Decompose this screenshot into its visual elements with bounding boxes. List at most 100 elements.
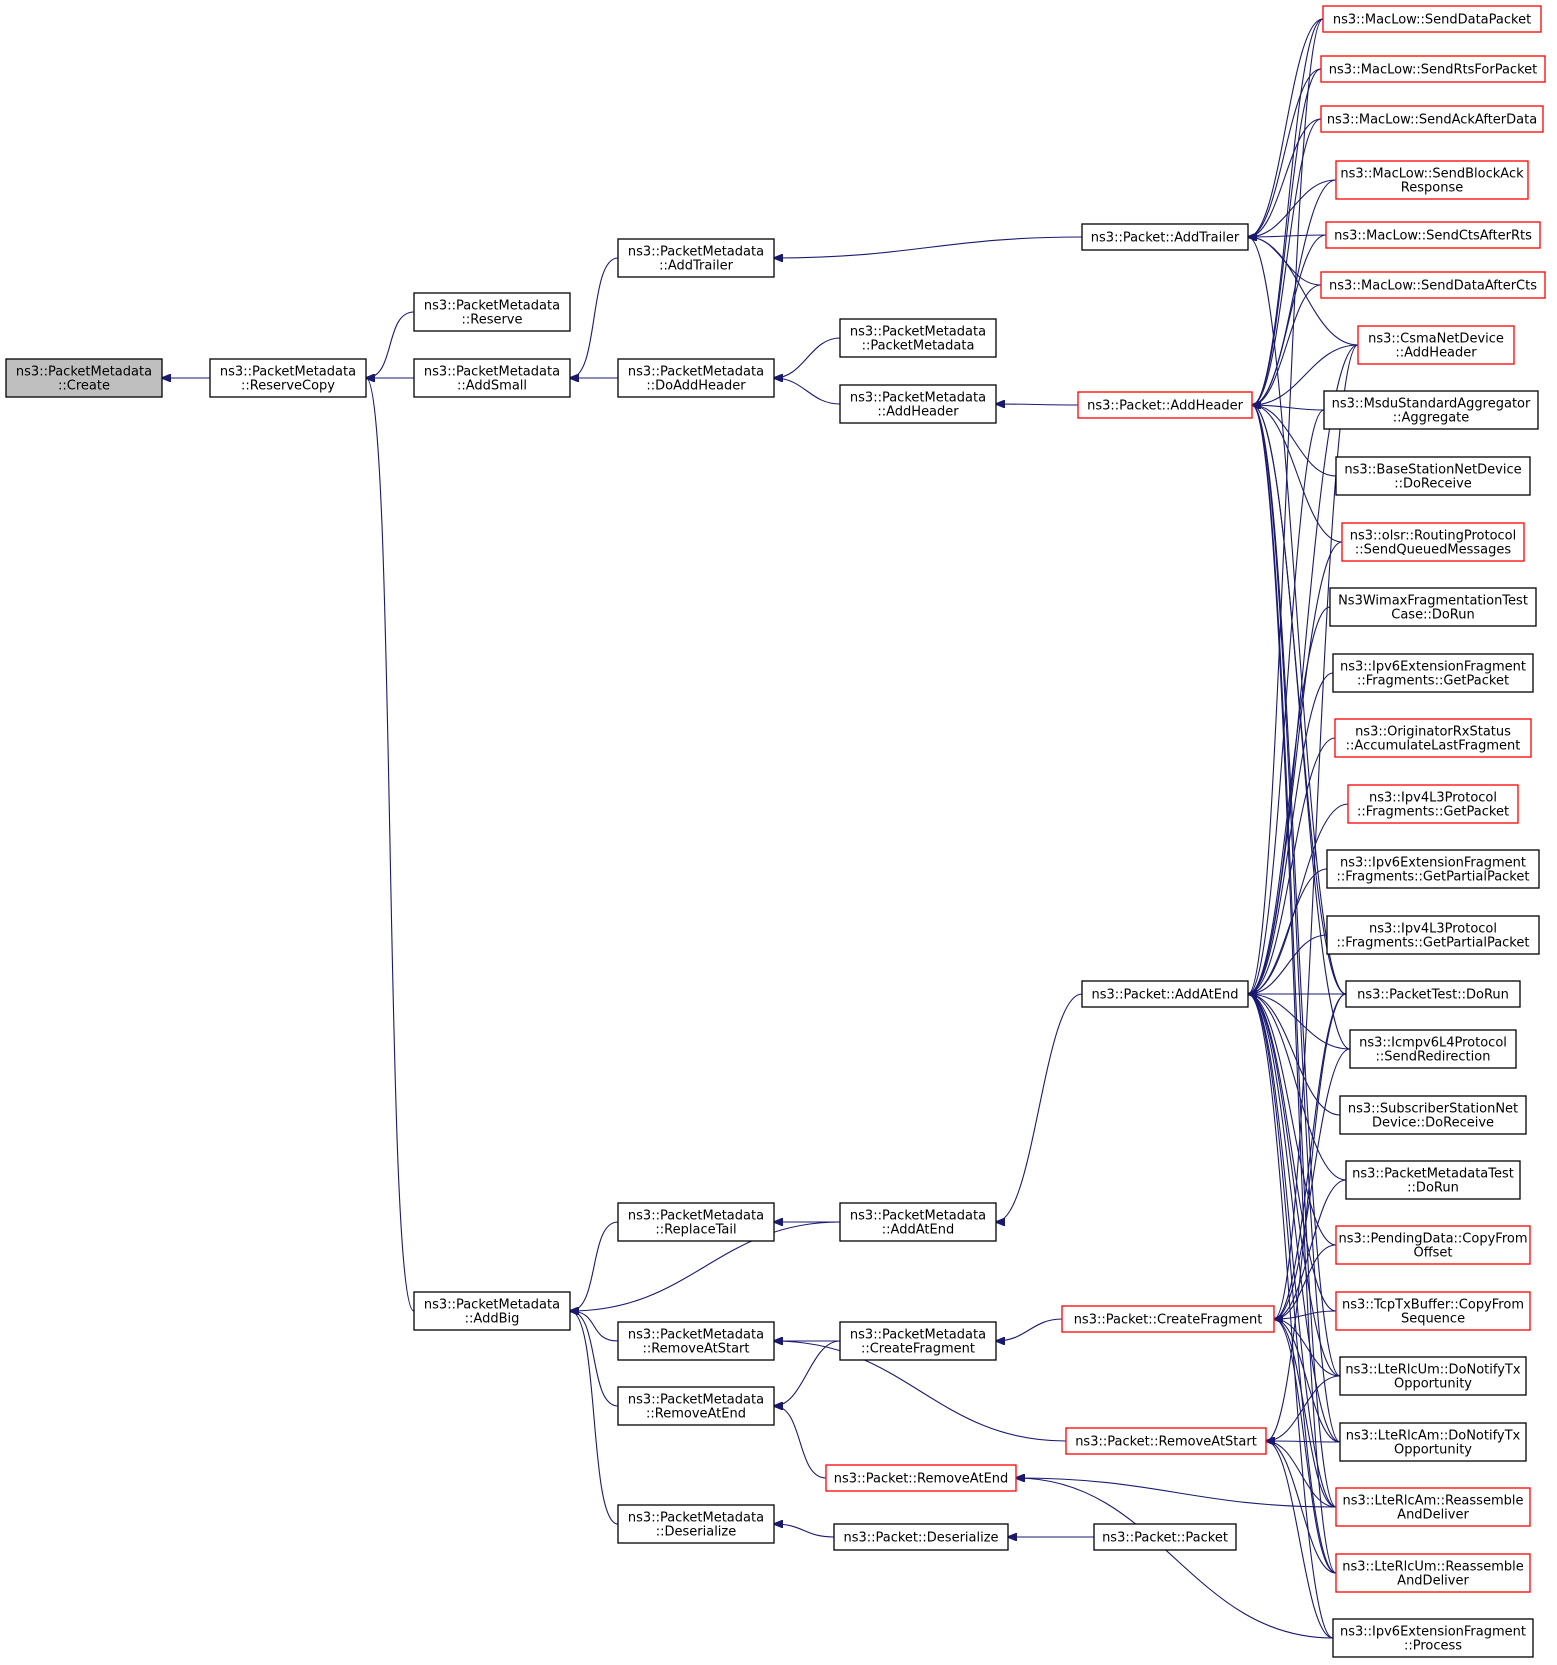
node-addsmall[interactable]: ns3::PacketMetadata::AddSmall (413, 358, 571, 398)
node-ipv4l3-getpacket[interactable]: ns3::Ipv4L3Protocol::Fragments::GetPacke… (1347, 784, 1519, 824)
edge-lterlcum-reassemble-to-p-addheader (1252, 405, 1337, 1574)
node-box (825, 1464, 1017, 1492)
node-ipv4l3-getpartial[interactable]: ns3::Ipv4L3Protocol::Fragments::GetParti… (1326, 915, 1540, 955)
edge-sendrtsforpacket-to-p-addtrailer (1248, 68, 1322, 237)
node-addatend-pm[interactable]: ns3::PacketMetadata::AddAtEnd (839, 1202, 997, 1242)
node-box (1339, 1095, 1527, 1135)
node-packettest-dorun[interactable]: ns3::PacketTest::DoRun (1345, 980, 1521, 1008)
node-label-line: ns3::Packet::Deserialize (843, 1531, 998, 1546)
node-label-line: Ns3WimaxFragmentationTest (1338, 594, 1528, 609)
nodes-layer: ns3::PacketMetadata::Createns3::PacketMe… (5, 5, 1546, 1658)
node-label-line: AndDeliver (1397, 1574, 1469, 1589)
node-removeatstart-pm[interactable]: ns3::PacketMetadata::RemoveAtStart (617, 1321, 775, 1361)
edge-p-addheader-to-addheader-pm (996, 404, 1079, 405)
node-olsr-sendqueued[interactable]: ns3::olsr::RoutingProtocol::SendQueuedMe… (1341, 522, 1525, 562)
node-pmtest-dorun[interactable]: ns3::PacketMetadataTest::DoRun (1345, 1160, 1521, 1200)
node-label-line: ns3::Icmpv6L4Protocol (1359, 1036, 1507, 1051)
edge-lterlcum-notify-to-p-removeatstart (1266, 1375, 1341, 1441)
node-box (833, 1523, 1009, 1551)
node-p-deserialize[interactable]: ns3::Packet::Deserialize (833, 1523, 1009, 1551)
node-originator-accum[interactable]: ns3::OriginatorRxStatus::AccumulateLastF… (1334, 718, 1532, 758)
node-senddatapacket[interactable]: ns3::MacLow::SendDataPacket (1322, 5, 1542, 33)
node-label-line: ns3::PacketMetadata (850, 1209, 986, 1224)
node-label-line: ns3::Ipv6ExtensionFragment (1340, 660, 1526, 675)
node-bsnd-doreceive[interactable]: ns3::BaseStationNetDevice::DoReceive (1335, 456, 1531, 496)
node-addtrailer-pm[interactable]: ns3::PacketMetadata::AddTrailer (617, 238, 775, 278)
node-box (1334, 718, 1532, 758)
edge-sendackafterdata-to-p-addtrailer (1248, 118, 1322, 237)
edge-ipv6ext-process-to-p-removeatstart (1266, 1441, 1334, 1639)
node-sendrtsforpacket[interactable]: ns3::MacLow::SendRtsForPacket (1320, 55, 1546, 83)
node-box (1345, 980, 1521, 1008)
edge-p-createfragment-to-createfragment-pm (996, 1318, 1063, 1341)
node-box (617, 238, 775, 278)
node-p-addtrailer[interactable]: ns3::Packet::AddTrailer (1081, 223, 1249, 251)
node-label-line: ns3::LteRlcUm::DoNotifyTx (1345, 1363, 1520, 1378)
node-doaddheader[interactable]: ns3::PacketMetadata::DoAddHeader (617, 358, 775, 398)
node-label-line: ns3::Ipv4L3Protocol (1369, 922, 1497, 937)
node-ipv6ext-getpartial[interactable]: ns3::Ipv6ExtensionFragment::Fragments::G… (1326, 849, 1540, 889)
edge-addheader-pm-to-doaddheader (774, 378, 841, 405)
node-ipv6ext-getpacket[interactable]: ns3::Ipv6ExtensionFragment::Fragments::G… (1332, 653, 1534, 693)
node-p-addatend[interactable]: ns3::Packet::AddAtEnd (1081, 980, 1249, 1008)
node-label-line: ns3::Ipv6ExtensionFragment (1340, 1625, 1526, 1640)
node-box (1320, 105, 1544, 133)
node-box (1335, 1487, 1531, 1527)
edge-senddataaftercts-to-p-addheader (1252, 284, 1322, 405)
node-label-line: ::Fragments::GetPacket (1357, 674, 1509, 689)
node-sendctsafterrts[interactable]: ns3::MacLow::SendCtsAfterRts (1325, 221, 1541, 249)
node-reservecopy[interactable]: ns3::PacketMetadata::ReserveCopy (209, 358, 367, 398)
node-label-line: Offset (1413, 1246, 1452, 1261)
node-sendackafterdata[interactable]: ns3::MacLow::SendAckAfterData (1320, 105, 1544, 133)
edge-p-deserialize-to-deserialize-pm (774, 1524, 835, 1538)
node-addbig[interactable]: ns3::PacketMetadata::AddBig (413, 1291, 571, 1331)
node-pm-ctor[interactable]: ns3::PacketMetadata::PacketMetadata (839, 318, 997, 358)
edge-lterlcam-reassemble-to-p-removeatstart (1266, 1441, 1337, 1508)
node-msdu-aggregate[interactable]: ns3::MsduStandardAggregator::Aggregate (1323, 390, 1539, 430)
node-csma-addheader[interactable]: ns3::CsmaNetDevice::AddHeader (1357, 325, 1515, 365)
node-label-line: ns3::PacketMetadata (628, 1393, 764, 1408)
node-box (1341, 522, 1525, 562)
node-ipv6ext-process[interactable]: ns3::Ipv6ExtensionFragment::Process (1332, 1618, 1534, 1658)
node-box (1335, 1553, 1531, 1593)
node-p-packet[interactable]: ns3::Packet::Packet (1093, 1523, 1237, 1551)
node-p-createfragment[interactable]: ns3::Packet::CreateFragment (1061, 1305, 1275, 1333)
node-createfragment-pm[interactable]: ns3::PacketMetadata::CreateFragment (839, 1321, 997, 1361)
node-icmpv6-sendredirect[interactable]: ns3::Icmpv6L4Protocol::SendRedirection (1349, 1029, 1517, 1069)
node-p-addheader[interactable]: ns3::Packet::AddHeader (1077, 391, 1253, 419)
node-label-line: ::AccumulateLastFragment (1346, 739, 1521, 754)
node-label-line: ns3::PacketMetadata (424, 1298, 560, 1313)
node-reserve[interactable]: ns3::PacketMetadata::Reserve (413, 292, 571, 332)
node-deserialize-pm[interactable]: ns3::PacketMetadata::Deserialize (617, 1504, 775, 1544)
edge-icmpv6-sendredirect-to-p-addatend (1248, 994, 1351, 1050)
node-removeatend-pm[interactable]: ns3::PacketMetadata::RemoveAtEnd (617, 1386, 775, 1426)
node-label-line: ns3::Packet::Packet (1102, 1531, 1228, 1546)
node-label-line: ns3::Packet::RemoveAtEnd (834, 1472, 1009, 1487)
node-label-line: Opportunity (1394, 1377, 1472, 1392)
node-create[interactable]: ns3::PacketMetadata::Create (5, 358, 163, 398)
node-p-removeatstart[interactable]: ns3::Packet::RemoveAtStart (1065, 1427, 1267, 1455)
node-box (617, 1386, 775, 1426)
node-p-removeatend[interactable]: ns3::Packet::RemoveAtEnd (825, 1464, 1017, 1492)
node-label-line: ::Create (58, 379, 110, 394)
edge-csma-addheader-to-p-addheader (1252, 344, 1359, 405)
node-box (617, 1504, 775, 1544)
node-box (1081, 980, 1249, 1008)
node-label-line: ns3::OriginatorRxStatus (1355, 725, 1511, 740)
node-senddataaftercts[interactable]: ns3::MacLow::SendDataAfterCts (1320, 271, 1546, 299)
node-ssnd-doreceive[interactable]: ns3::SubscriberStationNetDevice::DoRecei… (1339, 1095, 1527, 1135)
node-label-line: AndDeliver (1397, 1508, 1469, 1523)
node-replacetail[interactable]: ns3::PacketMetadata::ReplaceTail (617, 1202, 775, 1242)
node-box (1339, 1422, 1527, 1462)
node-label-line: ::AddBig (465, 1312, 520, 1327)
edge-pmtest-dorun-to-p-addatend (1248, 994, 1347, 1181)
node-addheader-pm[interactable]: ns3::PacketMetadata::AddHeader (839, 384, 997, 424)
